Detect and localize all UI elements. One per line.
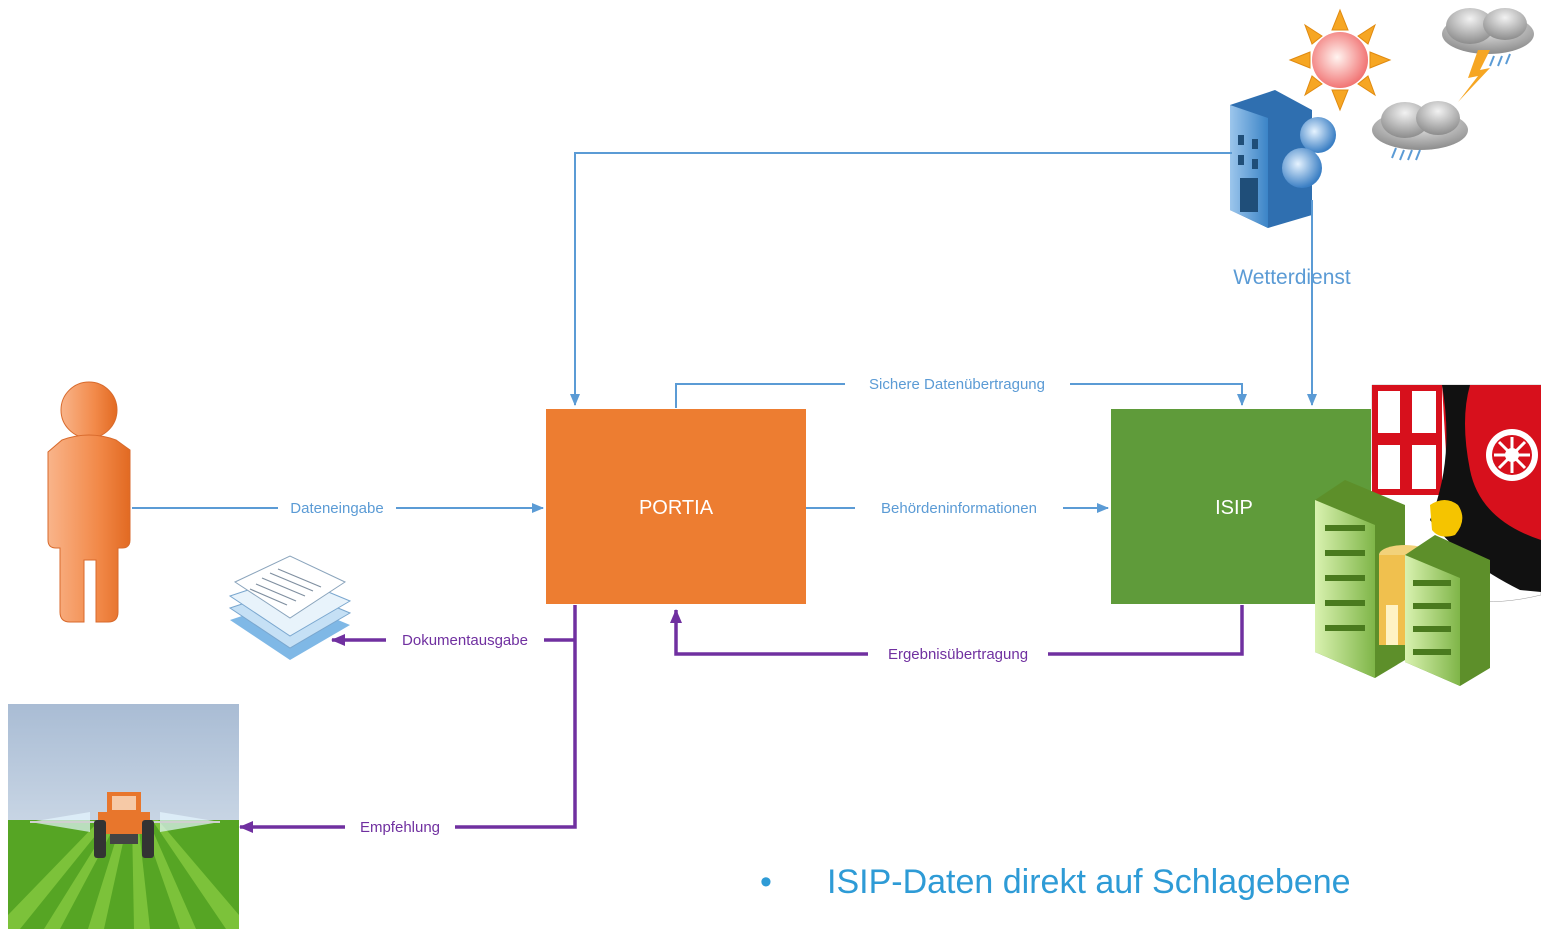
- edge-label-dateneingabe: Dateneingabe: [278, 498, 396, 518]
- user-person-icon: [47, 381, 131, 623]
- document-stack-icon: [228, 555, 352, 660]
- coat-of-arms-icon: [1371, 384, 1541, 602]
- bullet-text: ISIP-Daten direkt auf Schlagebene: [827, 863, 1351, 901]
- svg-text:Dokumentausgabe: Dokumentausgabe: [402, 632, 528, 649]
- edge-label-dokument: Dokumentausgabe: [386, 630, 544, 650]
- portia-label: PORTIA: [639, 497, 714, 519]
- bullet-marker: •: [760, 863, 772, 901]
- weather-to-portia-arrow: [570, 152, 1232, 406]
- svg-text:Empfehlung: Empfehlung: [360, 819, 440, 836]
- svg-text:Behördeninformationen: Behördeninformationen: [881, 500, 1037, 517]
- edge-label-behoerden: Behördeninformationen: [855, 498, 1063, 518]
- svg-text:Ergebnisübertragung: Ergebnisübertragung: [888, 646, 1028, 663]
- tractor-field-image: [8, 704, 239, 929]
- rain-cloud-icon: [1372, 101, 1468, 161]
- edge-label-empfehlung: Empfehlung: [345, 817, 455, 837]
- edge-label-ergebnis: Ergebnisübertragung: [868, 644, 1048, 664]
- server-icon: [1315, 480, 1490, 686]
- svg-text:Sichere Datenübertragung: Sichere Datenübertragung: [869, 376, 1045, 393]
- thunder-cloud-icon: [1442, 8, 1534, 102]
- wetterdienst-label: Wetterdienst: [1233, 266, 1351, 289]
- isip-label: ISIP: [1215, 497, 1253, 519]
- weather-service-building-icon: [1230, 90, 1336, 228]
- svg-text:Dateneingabe: Dateneingabe: [290, 500, 383, 517]
- sun-icon: [1288, 8, 1392, 112]
- edge-label-sichere: Sichere Datenübertragung: [845, 374, 1070, 394]
- portia-box: [546, 409, 806, 604]
